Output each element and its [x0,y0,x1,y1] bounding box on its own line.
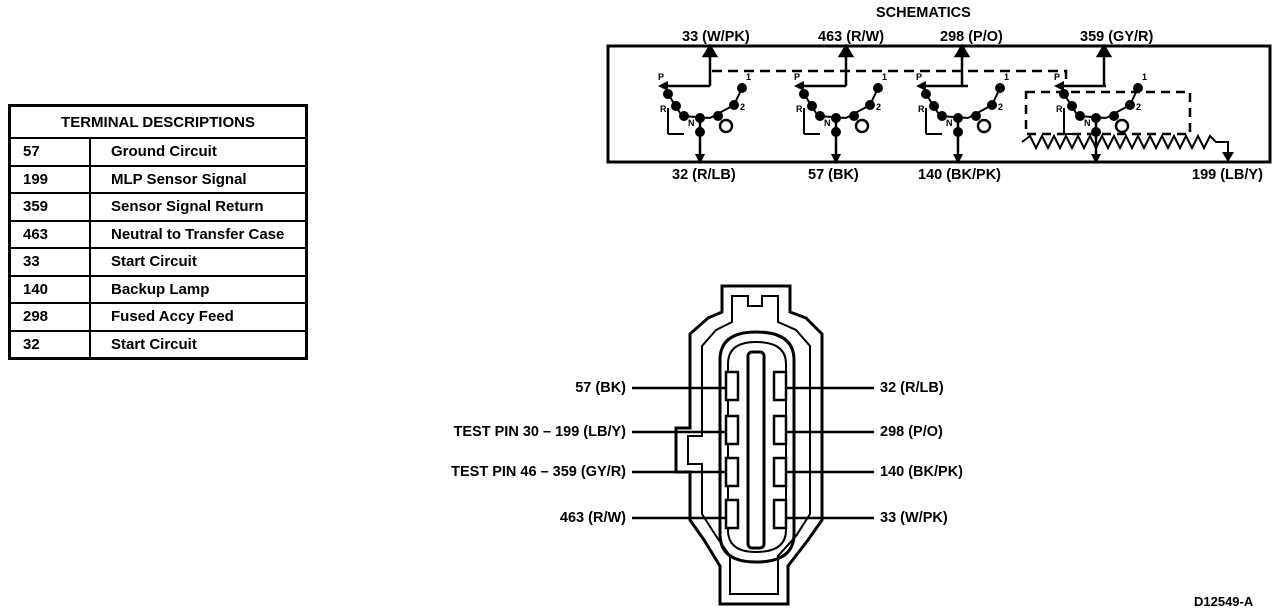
connector-pin-label: 298 (P/O) [880,424,943,440]
top-wire-label: 463 (R/W) [818,29,885,45]
table-row: 359 Sensor Signal Return [9,192,307,221]
terminal-code: 140 [9,274,91,303]
bottom-wire-label: 199 (LB/Y) [1192,167,1263,183]
terminal-code: 199 [9,164,91,193]
sensor-dashed-box [1024,90,1192,136]
resistor-arrow [1222,152,1234,162]
table-row: 32 Start Circuit [9,329,307,359]
terminal-description: Fused Accy Feed [90,302,307,331]
connector-pin-label: TEST PIN 30 – 199 (LB/Y) [453,424,626,440]
switch-group-1 [656,70,753,166]
switch-group-4 [1052,70,1149,166]
terminal-code: 298 [9,302,91,331]
table-row: 463 Neutral to Transfer Case [9,219,307,248]
top-wire-label: 298 (P/O) [940,29,1003,45]
terminal-description: Backup Lamp [90,274,307,303]
connector-pin-label: 32 (R/LB) [880,380,944,396]
table-row: 57 Ground Circuit [9,137,307,166]
connector-pin-label: 57 (BK) [575,380,626,396]
table-row: 199 MLP Sensor Signal [9,164,307,193]
table-header-row: TERMINAL DESCRIPTIONS [9,105,307,139]
top-leads [701,43,1113,86]
connector-pin-label: 33 (W/PK) [880,510,948,526]
terminal-description: Start Circuit [90,247,307,276]
terminal-descriptions-table: TERMINAL DESCRIPTIONS 57 Ground Circuit … [8,104,308,360]
schematic-frame [606,44,1272,164]
figure-id: D12549-A [1194,594,1254,609]
table-row: 140 Backup Lamp [9,274,307,303]
terminal-description: Ground Circuit [90,137,307,166]
table-row: 33 Start Circuit [9,247,307,276]
terminal-description: Sensor Signal Return [90,192,307,221]
table-title: TERMINAL DESCRIPTIONS [9,105,307,139]
terminal-code: 57 [9,137,91,166]
resistor-element [1021,133,1229,154]
top-wire-label: 33 (W/PK) [682,29,750,45]
linkage-dashed-line [712,69,1068,86]
connector-body [674,284,824,606]
bottom-wire-label: 32 (R/LB) [672,167,736,183]
top-wire-label: 359 (GY/R) [1080,29,1154,45]
table-row: 298 Fused Accy Feed [9,302,307,331]
terminal-code: 32 [9,329,91,359]
switch-group-3 [914,70,1011,166]
connector-pin-label: TEST PIN 46 – 359 (GY/R) [451,464,626,480]
terminal-code: 359 [9,192,91,221]
connector-leader-lines [632,386,874,520]
terminal-description: MLP Sensor Signal [90,164,307,193]
switch-group-2 [792,70,889,166]
terminal-description: Neutral to Transfer Case [90,219,307,248]
bottom-wire-label: 57 (BK) [808,167,859,183]
terminal-code: 463 [9,219,91,248]
connector-pin-label: 140 (BK/PK) [880,464,963,480]
connector-pins [724,370,788,530]
bottom-wire-label: 140 (BK/PK) [918,167,1001,183]
connector-pin-label: 463 (R/W) [559,510,626,526]
terminal-code: 33 [9,247,91,276]
schematics-title: SCHEMATICS [876,5,971,21]
terminal-description: Start Circuit [90,329,307,359]
